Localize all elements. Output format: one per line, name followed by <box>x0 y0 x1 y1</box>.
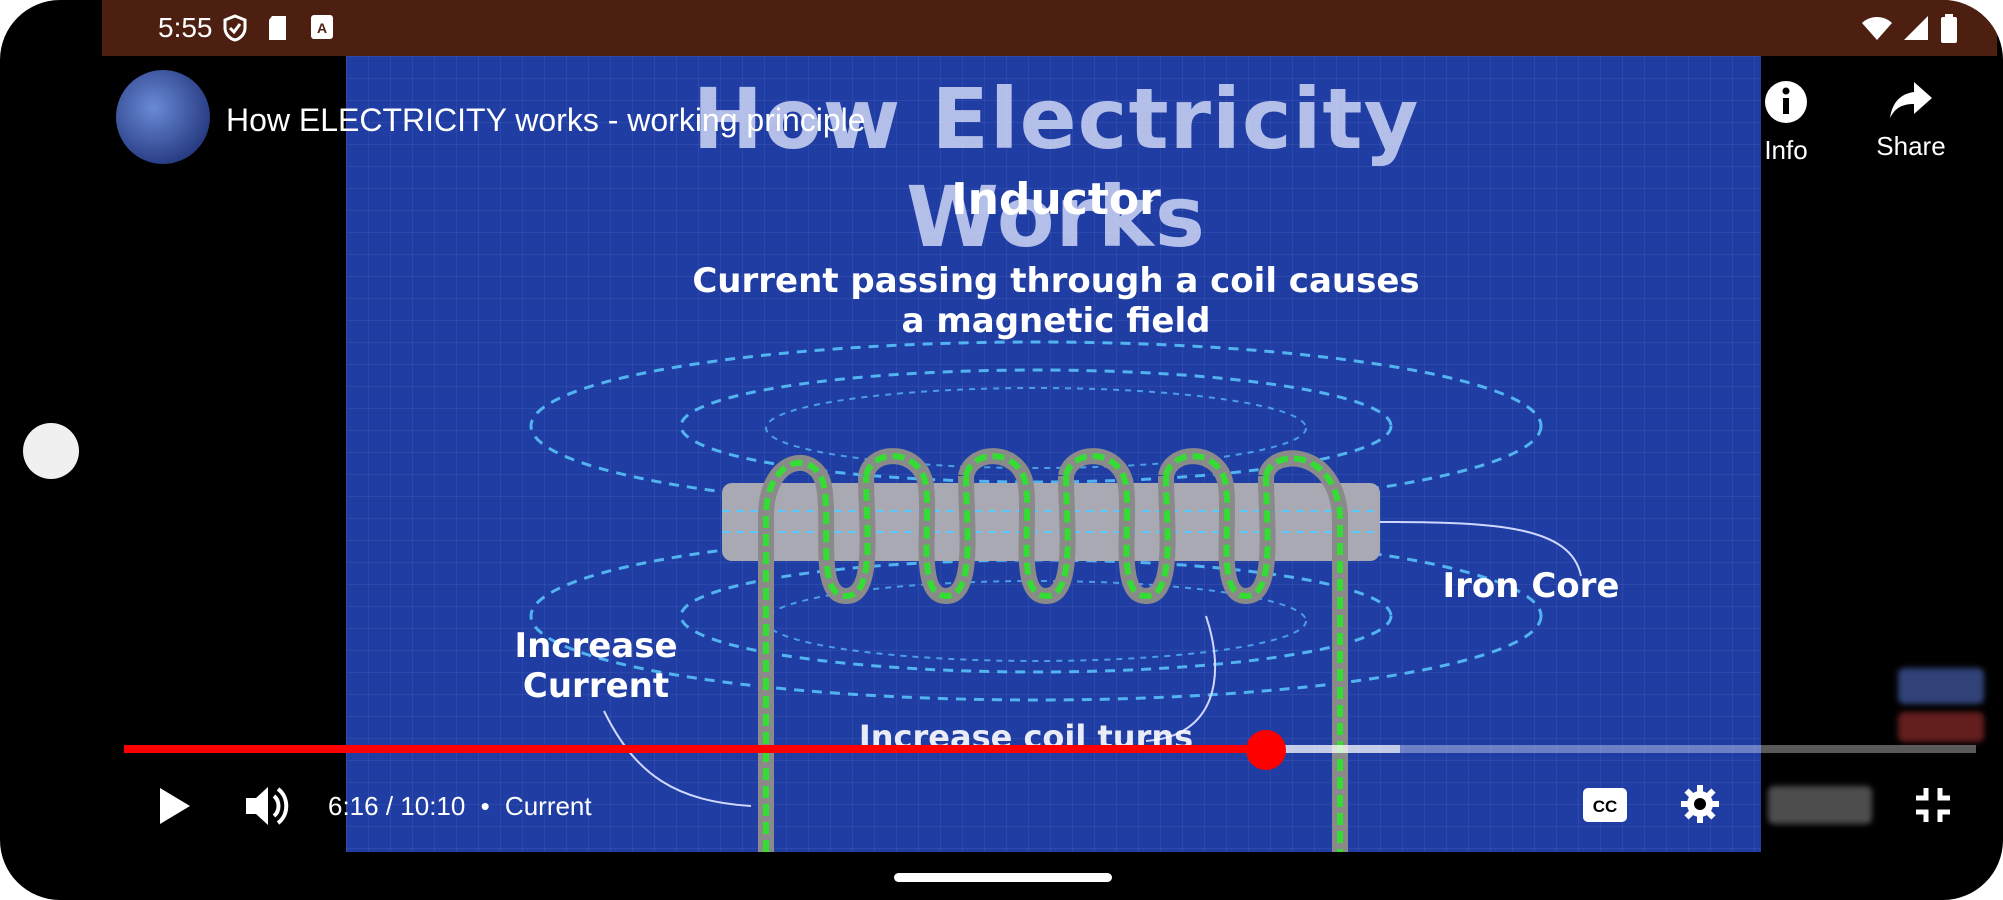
youtube-logo-blurred[interactable] <box>1768 786 1872 824</box>
time-separator: • <box>480 791 490 821</box>
video-frame[interactable]: How Electricity Works Inductor Current p… <box>346 56 1761 852</box>
caption-line-1: Current passing through a coil causes <box>692 261 1420 301</box>
svg-text:CC: CC <box>1593 797 1618 816</box>
wifi-icon <box>1862 17 1892 40</box>
sd-card-icon <box>269 16 286 40</box>
progress-buffer <box>1270 745 1400 753</box>
shield-icon <box>223 14 247 42</box>
play-icon[interactable] <box>156 786 192 826</box>
inductor-diagram <box>529 340 1582 852</box>
endscreen-thumbnail[interactable] <box>1898 668 1984 704</box>
chapter-label[interactable]: Current <box>504 791 592 821</box>
status-bar: 5:55 A <box>102 0 1997 56</box>
notification-icon: A <box>311 15 333 39</box>
status-time: 5:55 <box>158 12 213 43</box>
video-title[interactable]: How ELECTRICITY works - working principl… <box>226 102 866 138</box>
svg-text:A: A <box>317 20 327 36</box>
label-iron-core: Iron Core <box>1442 566 1620 606</box>
fullscreen-exit-icon[interactable] <box>1914 786 1952 824</box>
share-button[interactable]: Share <box>1866 80 1956 162</box>
video-heading: How Electricity Works <box>692 70 1420 266</box>
info-label: Info <box>1764 135 1808 165</box>
home-indicator[interactable] <box>894 873 1112 882</box>
channel-avatar[interactable] <box>116 70 210 164</box>
side-button[interactable] <box>23 423 79 479</box>
share-icon <box>1890 82 1932 118</box>
time-display: 6:16 / 10:10 • Current <box>328 791 592 822</box>
progress-scrubber[interactable] <box>1246 730 1286 770</box>
label-increase-current-2: Current <box>522 666 670 706</box>
signal-icon <box>1904 16 1928 40</box>
settings-gear-icon[interactable] <box>1680 784 1720 824</box>
volume-icon[interactable] <box>244 784 292 828</box>
timecode: 6:16 / 10:10 <box>328 791 466 821</box>
label-increase-current-1: Increase <box>514 626 678 666</box>
battery-icon <box>1941 14 1957 43</box>
closed-captions-icon[interactable]: CC <box>1582 787 1628 823</box>
share-label: Share <box>1876 131 1946 161</box>
info-button[interactable]: Info <box>1741 80 1831 166</box>
endscreen-thumbnail[interactable] <box>1898 712 1984 742</box>
caption-line-2: a magnetic field <box>901 301 1211 341</box>
info-icon <box>1765 81 1807 123</box>
video-subtitle: Inductor <box>951 174 1161 225</box>
progress-played <box>124 745 1266 753</box>
